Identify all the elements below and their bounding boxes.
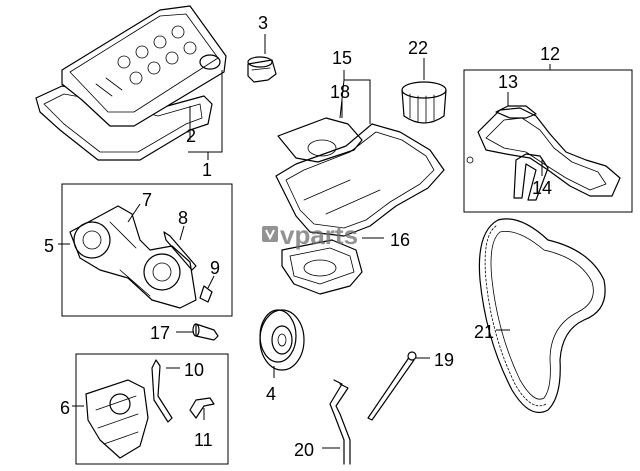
- timing-belt[interactable]: [478, 218, 606, 414]
- callout-8: 8: [178, 208, 188, 228]
- timing-cover-inner[interactable]: [69, 205, 197, 309]
- dipstick-tube[interactable]: [329, 379, 351, 465]
- oil-pan-gasket[interactable]: [277, 117, 363, 163]
- callout-2: 2: [186, 126, 196, 146]
- oil-pan[interactable]: [275, 123, 445, 237]
- callout-5: 5: [44, 236, 54, 256]
- oil-filter[interactable]: [401, 81, 447, 124]
- callout-10: 10: [184, 360, 204, 380]
- callout-21: 21: [474, 322, 494, 342]
- callout-1: 1: [202, 160, 212, 180]
- callout-3: 3: [258, 13, 268, 33]
- watermark-text: vparts: [280, 220, 358, 250]
- callout-18: 18: [330, 82, 350, 102]
- leader-7: [127, 203, 141, 223]
- dipstick[interactable]: [367, 351, 417, 421]
- callout-12: 12: [540, 44, 560, 64]
- callout-19: 19: [434, 350, 454, 370]
- timing-seal-strip[interactable]: [163, 231, 197, 271]
- cover-gasket-lower[interactable]: [513, 153, 549, 201]
- watermark-logo: vparts: [262, 220, 358, 250]
- lower-cover-group-box: [75, 353, 229, 465]
- rear-cover-group-box: [463, 69, 633, 213]
- callout-4: 4: [266, 384, 276, 404]
- seal-small[interactable]: [189, 397, 215, 419]
- callout-11: 11: [194, 430, 213, 450]
- oil-filler-cap[interactable]: [247, 56, 277, 83]
- callout-14: 14: [532, 178, 552, 198]
- leader-1: [188, 70, 223, 160]
- seal-bracket[interactable]: [151, 359, 173, 423]
- callout-20: 20: [294, 440, 314, 460]
- plug[interactable]: [192, 323, 219, 341]
- leader-15: [339, 70, 371, 124]
- callout-13: 13: [498, 72, 518, 92]
- crankshaft-pulley[interactable]: [259, 309, 305, 371]
- callout-17: 17: [150, 323, 170, 343]
- callout-16: 16: [390, 230, 410, 250]
- timing-cover-lower[interactable]: [85, 379, 149, 459]
- oil-pan-lower[interactable]: [281, 239, 363, 295]
- timing-seal-small[interactable]: [199, 285, 213, 303]
- callout-9: 9: [210, 258, 220, 278]
- callout-7: 7: [142, 190, 152, 210]
- leader-8: [179, 225, 185, 241]
- valve-cover[interactable]: [61, 5, 227, 127]
- callout-15: 15: [332, 48, 352, 68]
- callout-22: 22: [408, 38, 428, 58]
- timing-cover-group-box: [61, 183, 233, 317]
- leader-9: [207, 275, 215, 289]
- callout-6: 6: [60, 398, 70, 418]
